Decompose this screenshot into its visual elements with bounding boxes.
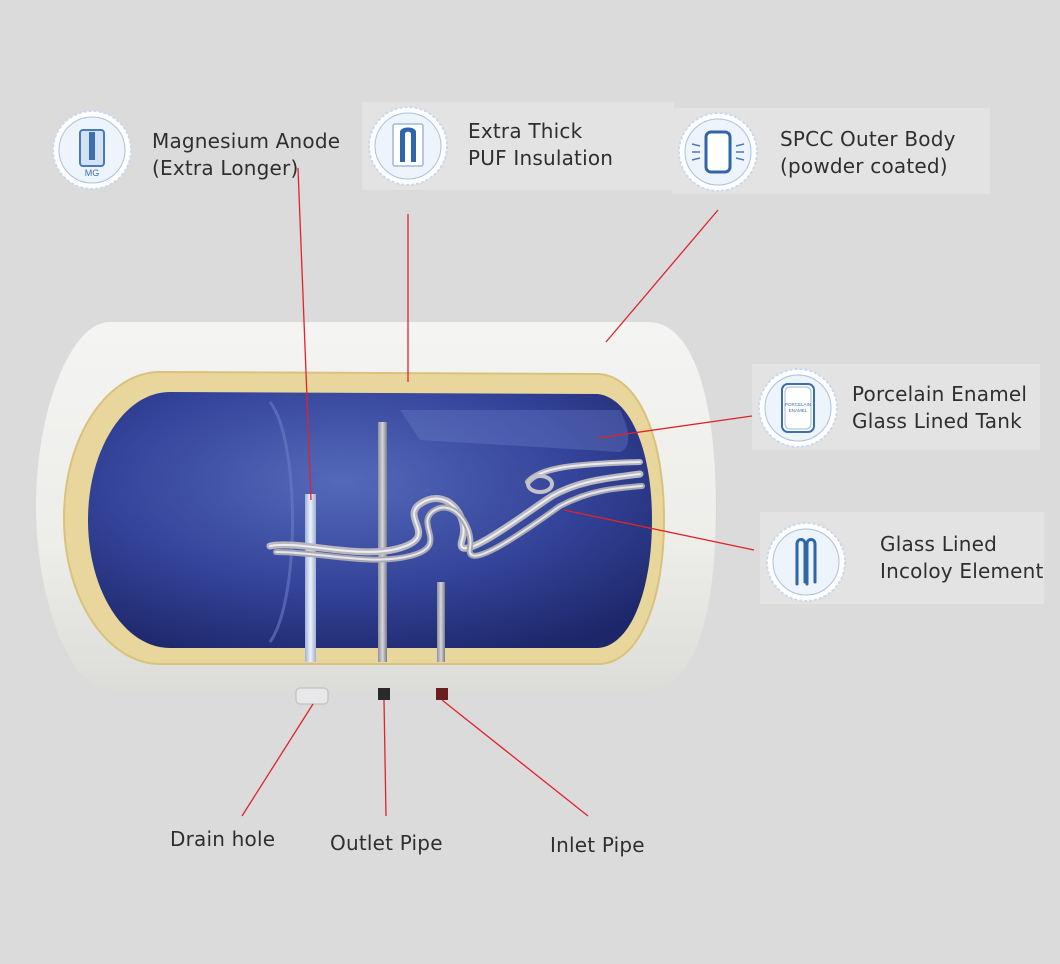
heating-element-icon [766, 522, 846, 602]
magnesium-anode-line1: Magnesium Anode [152, 129, 341, 153]
inlet-pipe-text: Inlet Pipe [550, 833, 645, 857]
outlet-pipe-text: Outlet Pipe [330, 831, 443, 855]
label-outer-body: SPCC Outer Body (powder coated) [780, 126, 956, 180]
inlet-fitting [436, 688, 448, 700]
outlet-pipe-internal [378, 422, 387, 662]
svg-text:MG: MG [85, 168, 100, 178]
label-puf-insulation: Extra Thick PUF Insulation [468, 118, 613, 172]
puf-insulation-line1: Extra Thick [468, 119, 583, 143]
label-enamel-tank: Porcelain Enamel Glass Lined Tank [852, 381, 1027, 435]
svg-text:PORCELAIN: PORCELAIN [785, 402, 811, 407]
outer-body-icon [678, 112, 758, 192]
inlet-pipe-internal [437, 582, 445, 662]
outer-body-line2: (powder coated) [780, 154, 948, 178]
label-magnesium-anode: Magnesium Anode (Extra Longer) [152, 128, 340, 182]
enamel-tank-line1: Porcelain Enamel [852, 382, 1028, 406]
incoloy-element-line1: Glass Lined [880, 532, 998, 556]
drain-fitting [295, 687, 329, 705]
label-incoloy-element: Glass Lined Incoloy Element [880, 531, 1044, 585]
enamel-tank-line2: Glass Lined Tank [852, 409, 1022, 433]
svg-text:ENAMEL: ENAMEL [789, 408, 808, 413]
incoloy-element-line2: Incoloy Element [880, 559, 1044, 583]
outlet-fitting [378, 688, 390, 700]
anode-rod [305, 494, 316, 662]
label-inlet-pipe: Inlet Pipe [550, 832, 645, 859]
heating-element-coil [266, 459, 645, 563]
leader-lines [241, 167, 755, 817]
outer-body-line1: SPCC Outer Body [780, 127, 956, 151]
magnesium-anode-icon: MG [52, 110, 132, 190]
label-drain-hole: Drain hole [170, 826, 275, 853]
tank-inner-reflection [268, 401, 294, 643]
puf-insulation-line2: PUF Insulation [468, 146, 614, 170]
enamel-tank-icon: PORCELAIN ENAMEL [758, 368, 838, 448]
label-outlet-pipe: Outlet Pipe [330, 830, 443, 857]
tank-inner-vessel [88, 392, 652, 648]
tank-inner-highlight [400, 410, 629, 452]
magnesium-anode-line2: (Extra Longer) [152, 156, 299, 180]
drain-hole-text: Drain hole [170, 827, 276, 851]
puf-insulation-icon [368, 106, 448, 186]
